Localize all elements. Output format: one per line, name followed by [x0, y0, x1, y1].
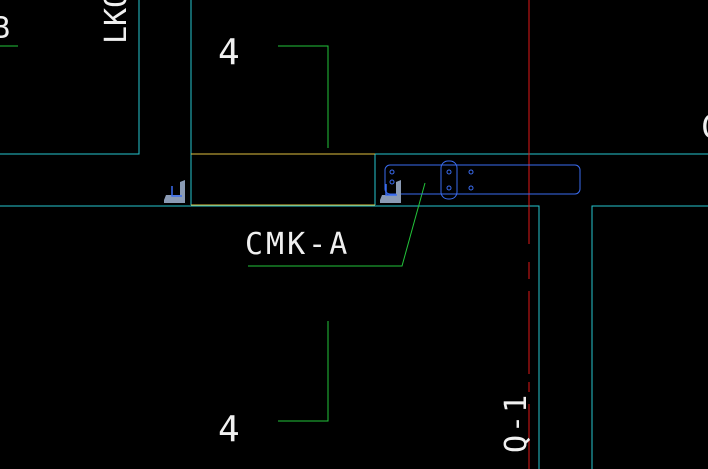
section-mark-leader-bottom	[278, 321, 329, 422]
panel-tag-label[interactable]: CMK-A	[245, 227, 350, 262]
screw-hole	[468, 169, 474, 175]
screw-hole	[389, 179, 395, 185]
room-outline-top-left	[0, 0, 140, 155]
edge-text-right: C	[701, 108, 708, 146]
screw-hole	[446, 169, 452, 175]
screw-hole	[446, 185, 452, 191]
hinge-hardware	[384, 160, 581, 200]
section-mark-bottom[interactable]: 4	[218, 409, 240, 450]
corner-bracket-arrow-icon	[385, 184, 397, 196]
section-mark-top[interactable]: 4	[218, 32, 240, 73]
corner-brackets	[164, 180, 401, 203]
room-outline-bottom-right	[591, 205, 708, 469]
corner-bracket-icon	[380, 180, 401, 203]
edge-text-left: B	[0, 11, 10, 46]
panel-tag-leader	[248, 182, 426, 267]
room-outline-bottom-left	[0, 205, 540, 469]
edge-text-top: LKO	[99, 0, 134, 44]
leader-lines	[248, 45, 426, 422]
panel-outline	[191, 153, 375, 206]
hinge-knuckle	[440, 160, 458, 200]
hinge-plate	[384, 164, 581, 195]
screw-hole	[468, 185, 474, 191]
axis-tag-label[interactable]: Q-1	[499, 393, 534, 453]
corner-bracket-icon	[164, 180, 185, 203]
screw-hole	[389, 169, 395, 175]
corner-bracket-arrow-icon	[171, 186, 182, 197]
section-mark-leader-top	[278, 45, 329, 148]
